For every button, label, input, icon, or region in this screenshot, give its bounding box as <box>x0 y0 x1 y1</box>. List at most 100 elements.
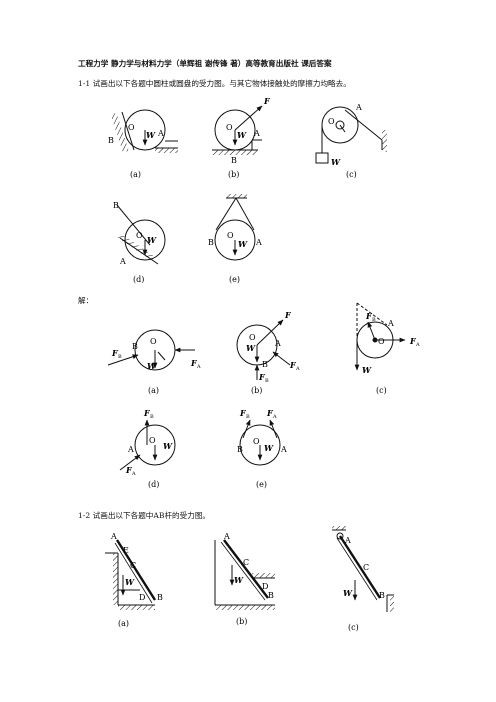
svg-text:C: C <box>130 561 136 570</box>
svg-text:F: F <box>284 310 292 320</box>
labels-1-2b: A C W D B (b) <box>223 532 274 626</box>
svg-text:F: F <box>365 311 373 321</box>
svg-text:(a): (a) <box>118 619 129 628</box>
svg-text:B: B <box>379 591 385 600</box>
svg-text:(b): (b) <box>236 617 247 626</box>
figure-1-1e <box>214 194 256 261</box>
svg-text:W: W <box>264 443 274 453</box>
labels-1-2a: A E C W D B (a) <box>110 532 163 628</box>
svg-text:(a): (a) <box>130 170 141 179</box>
svg-text:O: O <box>227 231 234 240</box>
svg-text:B: B <box>262 360 268 369</box>
svg-text:O: O <box>136 231 143 240</box>
svg-text:F: F <box>125 465 133 475</box>
svg-text:O: O <box>149 436 156 445</box>
problem-1-2-text: 1-2 试画出以下各题中AB杆的受力图。 <box>78 511 211 520</box>
svg-text:A: A <box>157 129 164 138</box>
svg-text:A: A <box>415 342 420 348</box>
svg-text:B: B <box>246 414 250 420</box>
svg-text:B: B <box>157 593 163 602</box>
solution-b <box>236 319 291 380</box>
figure-1-1a <box>110 109 178 153</box>
svg-text:A: A <box>255 238 262 247</box>
svg-text:B: B <box>268 591 274 600</box>
svg-text:(a): (a) <box>148 386 159 395</box>
svg-text:B: B <box>208 238 214 247</box>
svg-text:A: A <box>196 364 201 370</box>
labels-1-1e: O W B A (e) <box>208 231 262 284</box>
figure-1-2b <box>214 539 275 610</box>
svg-text:F: F <box>190 358 198 368</box>
svg-text:W: W <box>362 365 372 375</box>
svg-text:O: O <box>150 337 157 346</box>
svg-text:(b): (b) <box>228 170 239 179</box>
svg-text:A: A <box>110 532 117 541</box>
solution-d <box>119 419 176 471</box>
figure-1-1b <box>212 105 263 155</box>
svg-text:(d): (d) <box>148 480 159 489</box>
svg-text:W: W <box>147 361 157 371</box>
svg-text:A: A <box>253 129 260 138</box>
labels-1-2c: A C W B (c) <box>343 536 385 632</box>
svg-text:(e): (e) <box>229 275 240 284</box>
svg-text:(e): (e) <box>256 480 267 489</box>
svg-text:W: W <box>331 157 341 167</box>
svg-text:A: A <box>295 366 300 372</box>
svg-text:W: W <box>343 588 353 598</box>
svg-text:A: A <box>274 339 281 348</box>
svg-text:(b): (b) <box>251 386 262 395</box>
svg-text:W: W <box>234 575 244 585</box>
svg-text:A: A <box>131 471 136 477</box>
svg-text:F: F <box>111 348 119 358</box>
svg-text:A: A <box>127 445 134 454</box>
svg-text:B: B <box>118 354 122 360</box>
svg-text:(c): (c) <box>348 623 359 632</box>
svg-text:(c): (c) <box>346 170 357 179</box>
svg-text:B: B <box>108 136 114 145</box>
problem-1-1-text: 1-1 试画出以下各题中圆柱或圆盘的受力图。与其它物体接触处的摩擦力均略去。 <box>78 79 351 88</box>
svg-text:O: O <box>226 123 233 132</box>
svg-text:O: O <box>378 337 385 346</box>
svg-text:A: A <box>223 532 230 541</box>
svg-text:F: F <box>289 360 297 370</box>
svg-text:(d): (d) <box>133 275 144 284</box>
svg-text:F: F <box>266 408 274 418</box>
svg-text:F: F <box>409 336 417 346</box>
figure-1-2c <box>332 526 394 612</box>
svg-text:W: W <box>238 239 248 249</box>
svg-text:A: A <box>355 103 362 112</box>
svg-text:W: W <box>237 130 247 140</box>
svg-text:C: C <box>363 563 369 572</box>
svg-text:F: F <box>239 408 247 418</box>
svg-text:(c): (c) <box>376 386 387 395</box>
svg-text:F: F <box>258 372 266 382</box>
svg-text:D: D <box>262 582 268 591</box>
svg-text:B: B <box>231 156 237 165</box>
svg-text:O: O <box>253 437 260 446</box>
svg-text:D: D <box>139 593 145 602</box>
svg-text:O: O <box>128 123 135 132</box>
svg-text:B: B <box>132 342 138 351</box>
svg-text:W: W <box>163 441 173 451</box>
svg-text:A: A <box>280 445 287 454</box>
svg-text:W: W <box>147 235 157 245</box>
svg-text:O: O <box>328 117 335 126</box>
labels-1-1c: O A W (c) <box>328 103 362 179</box>
svg-text:B: B <box>150 414 154 420</box>
svg-text:W: W <box>125 577 135 587</box>
labels-1-1d: B O W A (d) <box>113 201 157 284</box>
svg-text:O: O <box>249 333 256 342</box>
svg-text:A: A <box>119 257 126 266</box>
figure-1-1d <box>116 204 166 265</box>
svg-text:W: W <box>146 130 156 140</box>
svg-text:B: B <box>237 445 243 454</box>
solution-heading: 解： <box>78 296 94 305</box>
svg-text:B: B <box>113 201 119 210</box>
labels-1-1a: O W A B (a) <box>108 123 164 179</box>
labels-1-1b: O W A B F (b) <box>226 96 271 179</box>
